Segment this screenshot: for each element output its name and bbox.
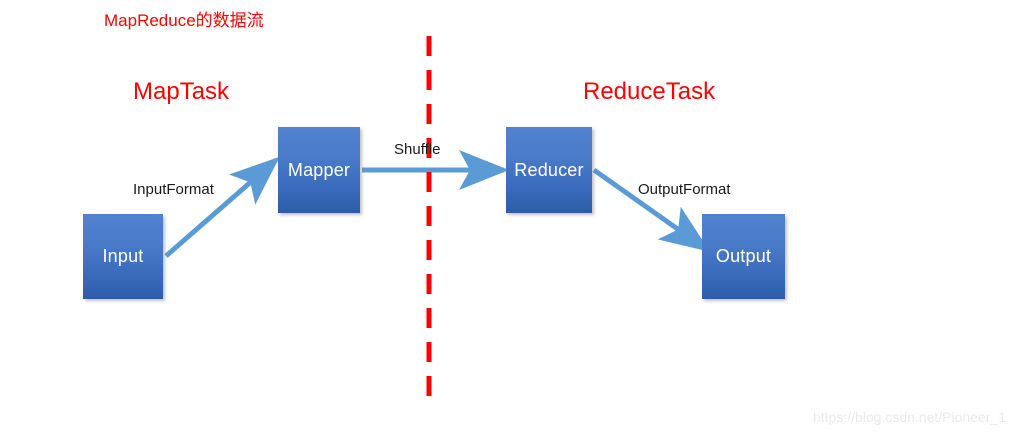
- node-input[interactable]: Input: [83, 214, 163, 299]
- node-output[interactable]: Output: [702, 214, 785, 299]
- node-mapper[interactable]: Mapper: [278, 127, 360, 213]
- node-mapper-label: Mapper: [287, 159, 351, 180]
- phase-label-reducetask: ReduceTask: [583, 78, 716, 105]
- phase-label-maptask: MapTask: [133, 78, 230, 105]
- node-reducer-label: Reducer: [514, 159, 584, 180]
- node-reducer[interactable]: Reducer: [506, 127, 592, 213]
- node-input-label: Input: [102, 246, 144, 266]
- page-title: MapReduce的数据流: [104, 11, 264, 30]
- edge-label-inputformat: InputFormat: [133, 181, 214, 198]
- edge-label-shuffle: Shuffle: [394, 141, 441, 158]
- arrow-reducer-to-output: [592, 167, 711, 252]
- watermark: https://blog.csdn.net/Pioneer_1: [812, 409, 1006, 425]
- node-output-label: Output: [715, 246, 772, 266]
- arrow-input-to-mapper: [164, 156, 280, 258]
- edge-label-outputformat: OutputFormat: [638, 181, 731, 198]
